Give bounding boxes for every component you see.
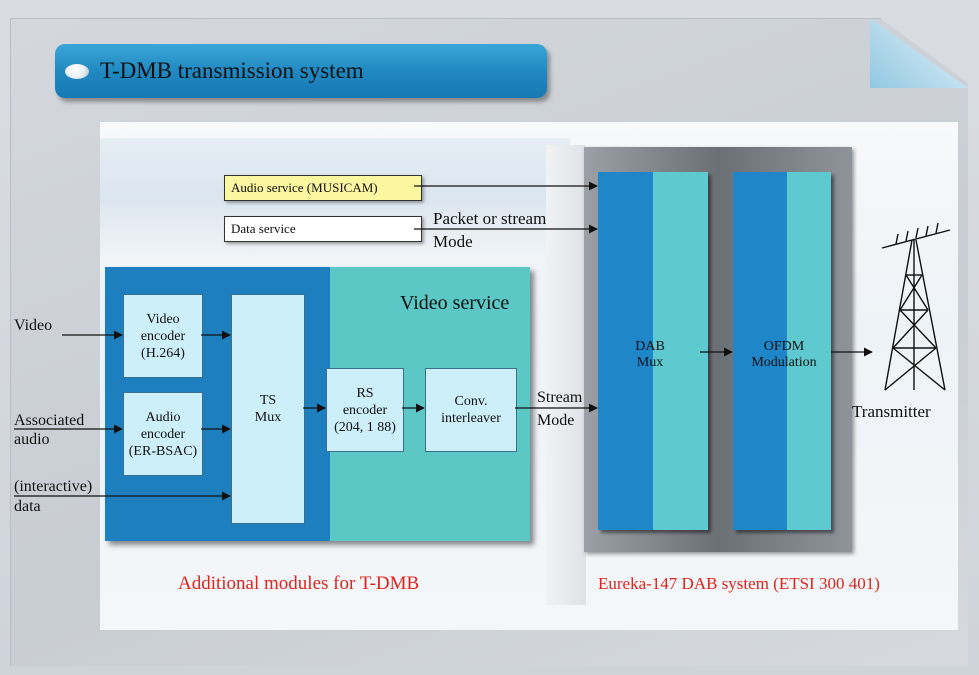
dab-mux-line1: DAB: [635, 339, 665, 354]
video-encoder-line3: (H.264): [141, 345, 185, 361]
ofdm-line1: OFDM: [763, 339, 805, 354]
packet-mode-label-line2: Mode: [433, 232, 473, 251]
video-encoder-line1: Video: [146, 311, 180, 327]
associated-audio-label-line2: audio: [14, 431, 50, 448]
data-service-box: Data service: [224, 216, 422, 242]
ts-mux-box: TS Mux: [231, 294, 305, 524]
audio-encoder-line2: encoder: [140, 426, 186, 442]
transmitter-tower-icon: [881, 222, 951, 391]
ofdm-modulation-block: [733, 172, 831, 530]
rs-encoder-line1: RS: [356, 385, 374, 401]
ts-mux-line2: Mux: [254, 410, 282, 425]
audio-service-label: Audio service (MUSICAM): [231, 180, 378, 195]
audio-encoder-line1: Audio: [145, 409, 181, 425]
stream-mode-label-line2: Mode: [537, 412, 575, 429]
packet-mode-label-line1: Packet or stream: [433, 209, 547, 228]
interactive-data-label-line1: (interactive): [14, 478, 93, 495]
video-encoder-line2: encoder: [140, 328, 186, 344]
video-service-heading: Video service: [400, 292, 510, 314]
ts-mux-line1: TS: [259, 393, 277, 408]
dab-mux-line2: Mux: [636, 355, 664, 370]
transmitter-label: Transmitter: [852, 402, 931, 421]
bullet-icon: [65, 64, 89, 79]
ofdm-label: OFDM Modulation: [740, 339, 828, 371]
eureka-caption: Eureka-147 DAB system (ETSI 300 401): [598, 574, 880, 593]
interleaver-line2: interleaver: [441, 411, 501, 426]
audio-service-box: Audio service (MUSICAM): [224, 175, 422, 201]
video-input-label: Video: [14, 317, 53, 334]
additional-modules-caption: Additional modules for T-DMB: [178, 573, 420, 594]
video-encoder-box: Video encoder (H.264): [123, 294, 203, 378]
associated-audio-label-line1: Associated: [14, 412, 85, 429]
conv-interleaver-box: Conv. interleaver: [425, 368, 517, 452]
dab-mux-block: [598, 172, 708, 530]
ofdm-line2: Modulation: [751, 355, 817, 370]
data-service-label: Data service: [231, 221, 296, 236]
dab-mux-label: DAB Mux: [630, 339, 670, 371]
title-bar: [55, 44, 547, 98]
audio-encoder-line3: (ER-BSAC): [128, 443, 198, 459]
interleaver-line1: Conv.: [454, 394, 488, 409]
slide-title: T-DMB transmission system: [100, 58, 364, 83]
interactive-data-label-line2: data: [14, 498, 41, 515]
rs-encoder-line3: (204, 1 88): [334, 419, 396, 435]
dab-backdrop: [546, 145, 586, 605]
rs-encoder-line2: encoder: [342, 402, 388, 418]
rs-encoder-box: RS encoder (204, 1 88): [326, 368, 404, 452]
stream-mode-label-line1: Stream: [537, 389, 583, 406]
audio-encoder-box: Audio encoder (ER-BSAC): [123, 392, 203, 476]
